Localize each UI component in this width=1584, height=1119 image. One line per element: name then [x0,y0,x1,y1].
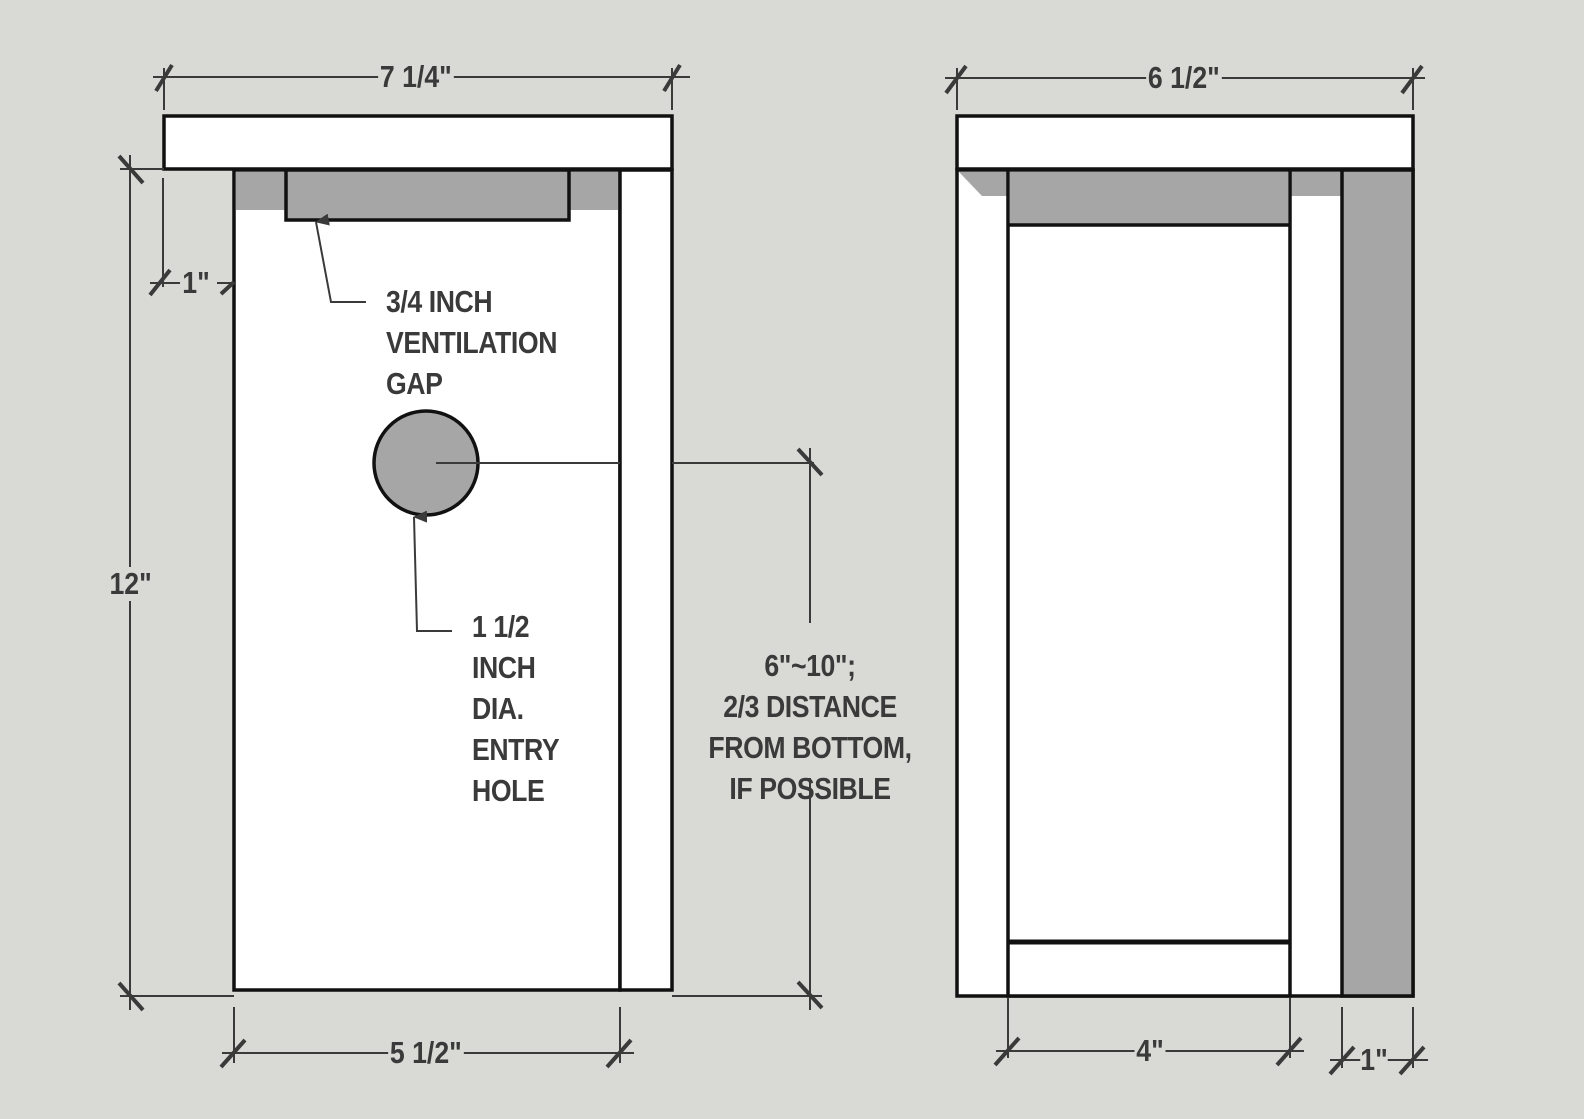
hole-height-label-line: FROM BOTTOM, [708,730,912,765]
side-interior [1006,168,1292,998]
label-height: 12" [107,566,154,601]
hole-height-label-line: 6"~10"; [764,648,856,683]
entry-hole-label: 1 1/2 INCH DIA. ENTRY HOLE [472,606,573,811]
front-board [232,168,622,992]
ventilation-label: 3/4 INCH VENTILATION GAP [386,281,585,404]
ventilation-leader [315,213,366,303]
label-roof-width: 7 1/4" [378,59,454,94]
ventilation-label-line: 3/4 INCH [386,284,493,319]
side-roof [955,114,1415,171]
dim-hole-height [672,447,824,1010]
hole-height-label-line: IF POSSIBLE [729,771,891,806]
dim-front-width [219,1007,634,1069]
entry-hole-label-line: 1 1/2 [472,609,530,644]
hole-height-label: 6"~10"; 2/3 DISTANCE FROM BOTTOM, IF POS… [660,645,960,809]
label-floor-width: 4" [1134,1033,1166,1068]
entry-hole-label-line: ENTRY [472,732,560,767]
ventilation-gap [284,168,571,222]
roof [162,114,674,171]
entry-hole-label-line: INCH [472,650,536,685]
side-board-edge [618,168,674,992]
label-side-roof-width: 6 1/2" [1146,60,1222,95]
ventilation-label-line: VENTILATION [386,325,558,360]
label-board-thickness: 1" [1360,1042,1388,1077]
front-view [117,63,824,1069]
entry-hole-label-line: HOLE [472,773,545,808]
back-board [1340,168,1415,998]
entry-hole-leader [413,510,452,632]
side-ventilation-gap [1010,172,1288,224]
ventilation-label-line: GAP [386,366,443,401]
hole-height-label-line: 2/3 DISTANCE [723,689,897,724]
dim-overhang [148,178,236,297]
entry-hole-label-line: DIA. [472,691,524,726]
side-view [944,64,1428,1076]
label-front-width: 5 1/2" [388,1035,464,1070]
label-overhang: 1" [182,265,210,300]
